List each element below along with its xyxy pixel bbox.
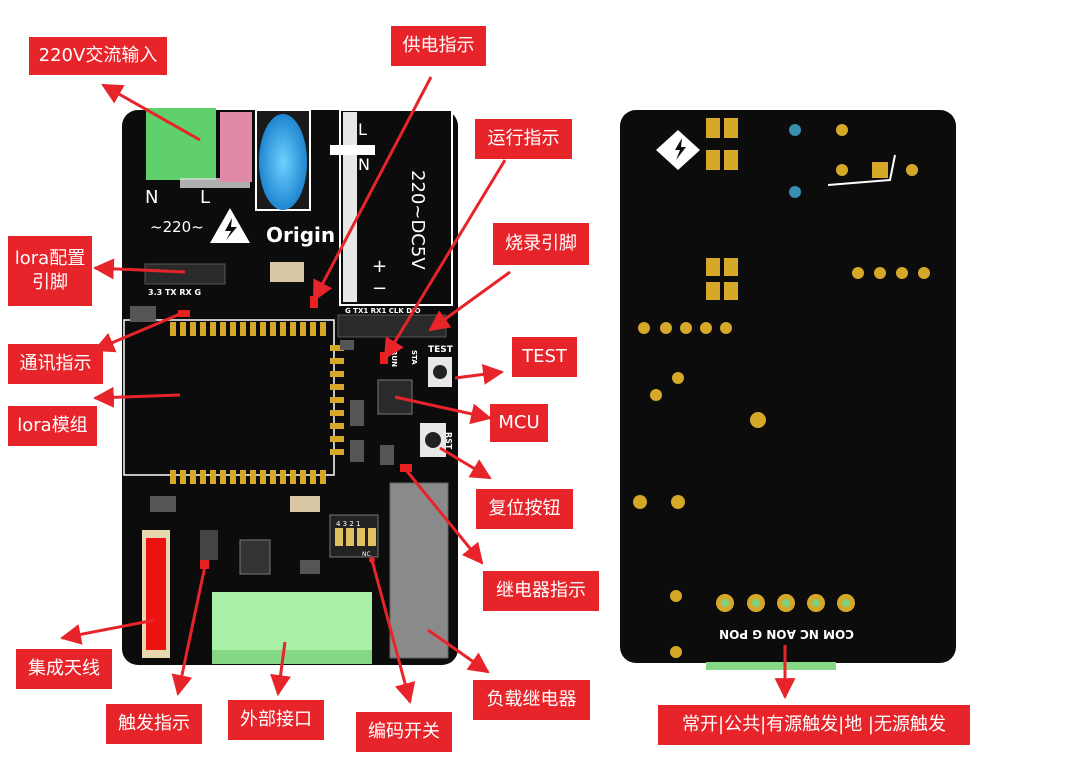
power-led — [310, 296, 318, 308]
arrow-ac-input — [101, 83, 201, 142]
arrow-ext-port — [270, 641, 291, 697]
callout-dip-switch: 编码开关 — [356, 712, 452, 752]
callout-test: TEST — [512, 337, 577, 377]
dip-switch[interactable] — [329, 514, 379, 563]
callout-run-led: 运行指示 — [475, 119, 572, 159]
front-board — [122, 108, 458, 665]
arrow-load-relay — [427, 628, 490, 674]
silk-ac: ~220~ — [150, 218, 204, 236]
callout-ext-port: 外部接口 — [228, 700, 324, 740]
arrow-lora-cfg — [92, 258, 186, 280]
silk-l: L — [200, 187, 210, 208]
callout-trigger-led: 触发指示 — [106, 704, 202, 744]
silk-psu-l: L — [358, 120, 367, 139]
lora-pad-row-top — [170, 322, 326, 336]
silk-back-terminals: COM NC AON G PON — [719, 627, 854, 641]
blue-capacitor — [259, 114, 307, 210]
silk-psu-n: N — [358, 155, 370, 174]
callout-power-led: 供电指示 — [391, 26, 486, 66]
callout-ac-input: 220V交流输入 — [29, 37, 167, 75]
arrow-run-led — [383, 159, 507, 360]
lora-pad-row-bottom — [170, 470, 326, 484]
silk-n: N — [145, 187, 158, 208]
relay-led — [400, 464, 412, 472]
callout-lora-config: lora配置 引脚 — [8, 236, 92, 306]
silk-test: TEST — [428, 345, 454, 355]
reset-button[interactable] — [420, 423, 446, 457]
silk-lora-pins: 3.3 TX RX G — [148, 288, 201, 297]
callout-mcu: MCU — [490, 404, 548, 442]
callout-load-relay: 负载继电器 — [473, 680, 590, 720]
lora-pad-column-right — [330, 345, 344, 455]
arrow-trigger-led — [171, 565, 207, 697]
lora-config-header — [144, 263, 226, 285]
back-board — [620, 110, 956, 670]
callout-antenna: 集成天线 — [16, 649, 112, 689]
arrow-lora-module — [92, 386, 181, 408]
arrow-test — [454, 363, 505, 385]
callout-comm-led: 通讯指示 — [8, 344, 103, 384]
arrow-mcu — [394, 395, 493, 425]
ac-terminal-pink — [220, 112, 252, 182]
warning-icon — [210, 208, 250, 243]
test-button[interactable] — [428, 357, 452, 387]
arrow-dip-switch — [370, 559, 416, 705]
silk-dip-nums: 4 3 2 1 — [336, 520, 361, 528]
back-gold-pads — [706, 118, 738, 300]
silk-plus: + — [372, 256, 387, 277]
back-terminal-pads — [716, 594, 855, 612]
external-port-connector — [212, 592, 372, 664]
burn-header — [337, 314, 447, 338]
silk-run: RUN — [390, 350, 398, 367]
trigger-led — [200, 556, 209, 569]
callout-lora-module: lora模组 — [8, 406, 97, 446]
silk-minus: − — [372, 278, 387, 299]
ac-terminal-green — [146, 108, 216, 180]
silk-burn-pins: G TX1 RX1 CLK DIO — [345, 307, 421, 315]
arrow-comm-led — [93, 312, 181, 353]
arrow-antenna — [59, 618, 156, 645]
callout-lora-config-line2: 引脚 — [32, 272, 68, 293]
silk-brand: Origin — [266, 223, 335, 247]
silk-dip-nc: NC — [362, 551, 371, 558]
callout-reset-button: 复位按钮 — [476, 489, 573, 529]
callout-lora-config-line1: lora配置 — [14, 248, 86, 269]
comm-led — [178, 310, 190, 317]
arrow-reset — [439, 446, 492, 480]
back-warning-icon — [656, 130, 700, 170]
arrow-relay-led — [404, 469, 484, 565]
integrated-antenna — [142, 530, 170, 658]
callout-relay-led: 继电器指示 — [483, 571, 599, 611]
load-relay — [389, 482, 449, 659]
arrow-power-led — [312, 76, 433, 302]
silk-psu-model: 220~DC5V — [407, 170, 428, 270]
arrow-burn-pins — [428, 270, 511, 332]
callout-terminals: 常开|公共|有源触发|地 |无源触发 — [658, 705, 970, 745]
silk-sta: STA — [410, 350, 418, 365]
callout-burn-pins: 烧录引脚 — [493, 223, 589, 265]
silk-rst: RST — [444, 432, 453, 450]
